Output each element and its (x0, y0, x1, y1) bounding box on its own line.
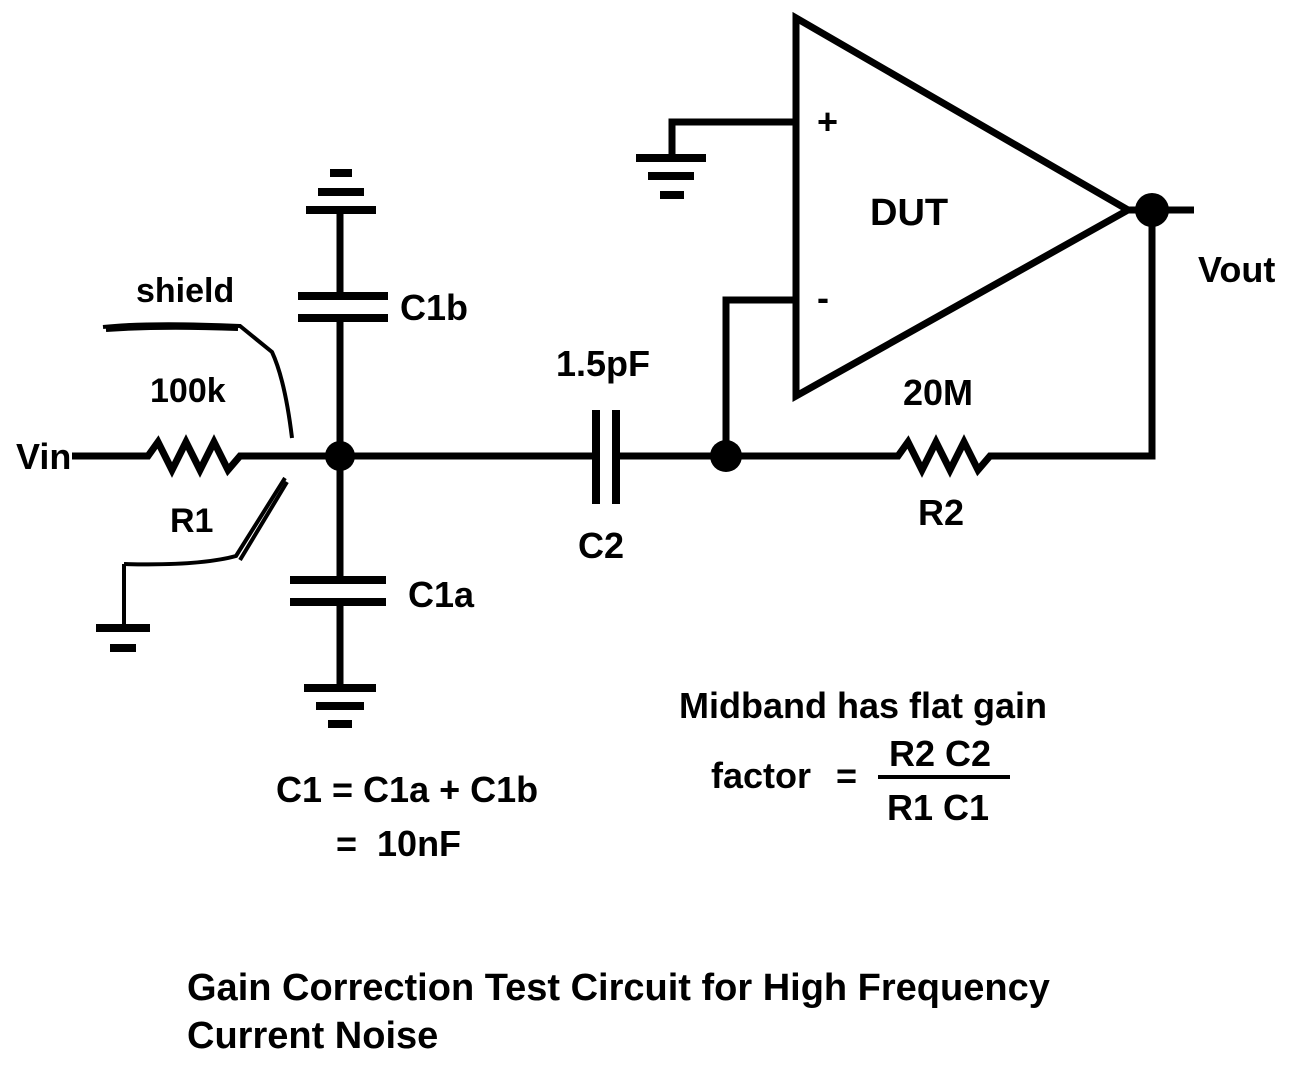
shield-outline (102, 322, 294, 567)
inverting-input-wire (722, 296, 796, 456)
r2-name-label: R2 (918, 492, 964, 533)
c1b-capacitor (298, 210, 388, 456)
c1-equation-line1: C1 = C1a + C1b (276, 769, 538, 810)
midband-text: Midband has flat gain (679, 685, 1047, 726)
vout-label: Vout (1198, 249, 1275, 290)
c1b-label: C1b (400, 287, 468, 328)
opamp-ground-symbol (636, 154, 706, 199)
r1-resistor (72, 434, 340, 478)
factor-equals: = (836, 755, 857, 796)
plus-input-label: + (817, 101, 838, 142)
c1-equation-line2: = 10nF (336, 823, 461, 864)
shield-label: shield (136, 272, 234, 310)
factor-denominator: R1 C1 (887, 787, 989, 828)
c2-value-label: 1.5pF (556, 343, 650, 384)
c2-name-label: C2 (578, 525, 624, 566)
noninverting-input-wire (668, 118, 796, 158)
caption-line-2: Current Noise (187, 1015, 439, 1057)
caption-line-1: Gain Correction Test Circuit for High Fr… (187, 967, 1050, 1009)
bottom-ground-symbol (304, 684, 376, 728)
opamp-label: DUT (870, 192, 948, 234)
c1a-label: C1a (408, 574, 475, 615)
figure-caption: Gain Correction Test Circuit for High Fr… (187, 964, 1187, 1060)
node-junction-dot (325, 441, 355, 471)
r2-value-label: 20M (903, 372, 973, 413)
r1-value-label: 100k (150, 372, 226, 410)
minus-input-label: - (817, 277, 829, 318)
inverting-junction-dot (710, 440, 742, 472)
c2-capacitor (592, 410, 726, 504)
factor-text: factor (711, 755, 811, 796)
factor-numerator: R2 C2 (889, 733, 991, 774)
vin-label: Vin (16, 436, 71, 477)
shield-ground-symbol (96, 564, 150, 652)
r2-resistor (726, 210, 1156, 478)
c1a-capacitor (290, 456, 386, 688)
r1-name-label: R1 (170, 502, 213, 540)
top-ground-symbol (306, 169, 376, 214)
output-junction-dot (1135, 193, 1169, 227)
dut-opamp (792, 11, 1136, 402)
